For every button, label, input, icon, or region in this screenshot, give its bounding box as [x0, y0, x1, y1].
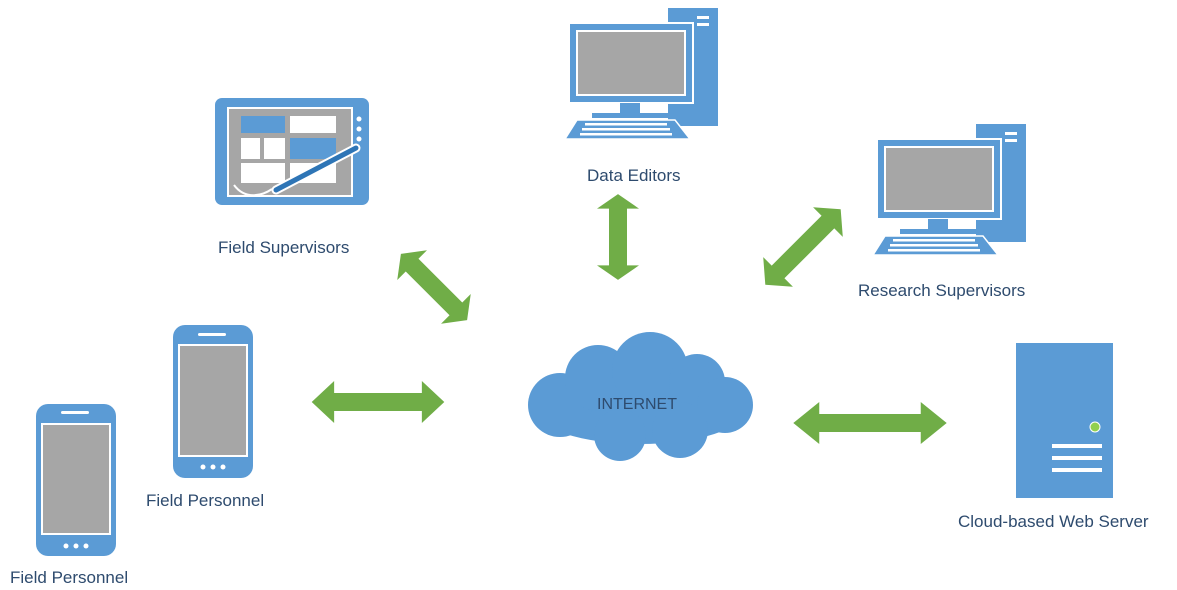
label-internet: INTERNET [597, 396, 677, 413]
label-field-supervisors: Field Supervisors [218, 238, 350, 257]
desktop-computer-icon [563, 8, 718, 140]
label-research-supervisors: Research Supervisors [858, 281, 1026, 300]
arrow-research-supervisors-internet [750, 194, 856, 300]
tablet-icon [215, 98, 369, 205]
desktop-computer-icon [871, 124, 1026, 256]
label-web-server: Cloud-based Web Server [958, 512, 1149, 531]
label-field-personnel-front: Field Personnel [146, 491, 265, 510]
smartphone-icon [173, 325, 253, 478]
arrow-internet-web-server [793, 402, 947, 444]
arrow-field-personnel-internet [311, 381, 445, 423]
server-icon [1016, 343, 1113, 498]
arrow-field-supervisors-internet [386, 239, 482, 335]
smartphone-icon [36, 404, 116, 556]
cloud-icon [528, 332, 753, 461]
label-data-editors: Data Editors [587, 166, 681, 185]
arrow-data-editors-internet [597, 194, 639, 280]
label-field-personnel-back: Field Personnel [10, 568, 129, 587]
